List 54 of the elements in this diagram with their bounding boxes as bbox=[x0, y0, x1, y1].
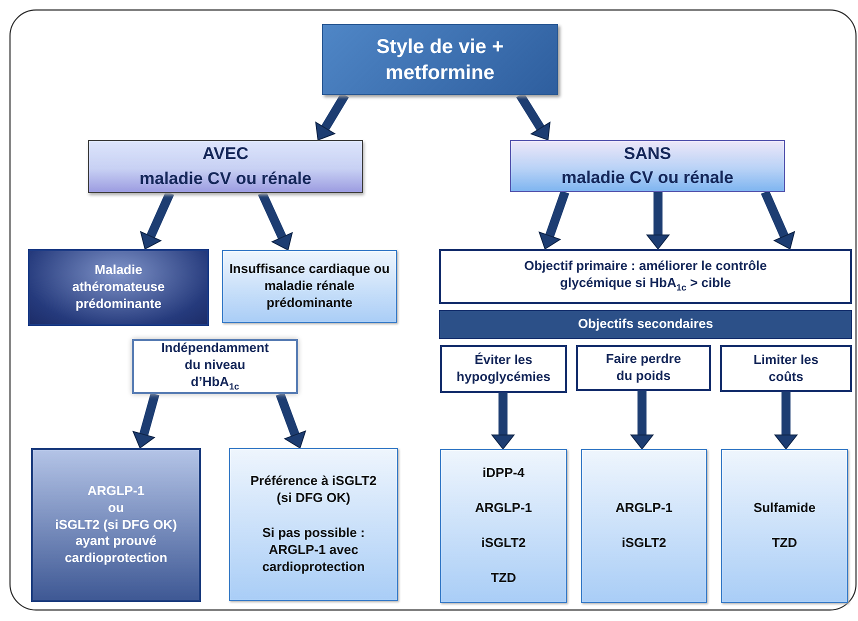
arrow bbox=[140, 191, 174, 250]
arrow bbox=[760, 190, 795, 250]
result-box bbox=[721, 449, 848, 603]
node-text: iSGLT2 bbox=[481, 535, 526, 552]
node-text: Objectif primaire : améliorer le contrôle glycémique si HbA$_{1c}$ > cible bbox=[523, 258, 768, 295]
node-text: Éviter les hypoglycémies bbox=[456, 352, 552, 386]
arrow bbox=[315, 92, 349, 140]
node-text: Insuffisance cardiaque ou maladie rénale prédominante bbox=[229, 261, 390, 312]
node-text: maladie CV ou rénale bbox=[562, 167, 734, 189]
result-box bbox=[229, 448, 398, 601]
result-box bbox=[581, 449, 707, 603]
node-text: Indépendamment du niveau d’HbA$_{1c}$ bbox=[160, 340, 270, 394]
node-text: iDPP-4 bbox=[482, 465, 524, 482]
node-text: TZD bbox=[490, 570, 516, 587]
goal-box bbox=[576, 345, 711, 391]
node-text: iSGLT2 (si DFG OK) ayant prouvé cardioprotection bbox=[54, 516, 178, 568]
goal-box bbox=[440, 345, 567, 393]
note-box bbox=[132, 339, 298, 394]
node-text: Préférence à iSGLT2 (si DFG OK) bbox=[250, 473, 377, 508]
goal-box bbox=[720, 345, 852, 392]
node-text: SANS bbox=[624, 142, 672, 165]
node-text: Maladie athéromateuse prédominante bbox=[71, 262, 166, 313]
arrow bbox=[132, 392, 160, 448]
node-text: Si pas possible : ARGLP-1 avec cardioprotection bbox=[261, 525, 366, 576]
arrow bbox=[774, 392, 798, 450]
result-box bbox=[31, 448, 201, 602]
process-box bbox=[28, 249, 209, 326]
node-text: Sulfamide bbox=[753, 500, 816, 517]
node-text: AVEC bbox=[202, 143, 248, 166]
node-text: Faire perdre du poids bbox=[604, 351, 682, 385]
goal-box bbox=[439, 249, 852, 304]
process-box bbox=[322, 24, 558, 95]
arrow bbox=[538, 190, 570, 250]
node-text: maladie CV ou rénale bbox=[140, 168, 312, 190]
header-band bbox=[439, 310, 852, 339]
category-box bbox=[510, 140, 785, 192]
result-box bbox=[222, 250, 397, 323]
arrow bbox=[492, 393, 514, 450]
node-text: iSGLT2 bbox=[622, 535, 666, 552]
node-text: ou bbox=[108, 500, 124, 517]
node-text: Limiter les coûts bbox=[752, 352, 820, 386]
node-text: Style de vie + metformine bbox=[375, 34, 505, 86]
arrow bbox=[630, 391, 654, 450]
arrow bbox=[258, 191, 293, 250]
node-text: ARGLP-1 bbox=[615, 500, 673, 517]
arrow bbox=[516, 92, 550, 140]
node-text: Objectifs secondaires bbox=[578, 316, 714, 333]
category-box bbox=[88, 140, 363, 193]
node-text: ARGLP-1 bbox=[87, 482, 145, 500]
result-box bbox=[440, 449, 567, 603]
node-text: ARGLP-1 bbox=[474, 500, 532, 517]
node-text: TZD bbox=[772, 535, 798, 552]
arrow bbox=[646, 192, 670, 250]
arrow bbox=[276, 392, 306, 448]
